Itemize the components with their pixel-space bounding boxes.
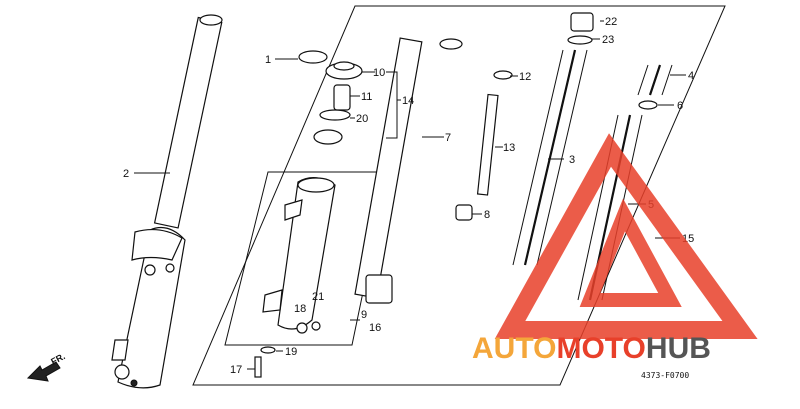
watermark-wordmark: AUTOMOTOHUB bbox=[472, 332, 711, 365]
damper-rod bbox=[455, 70, 513, 221]
callout-8: 8 bbox=[484, 209, 490, 221]
callout-9: 9 bbox=[361, 309, 367, 321]
inner-fork-tube bbox=[354, 37, 463, 304]
watermark-triangle bbox=[494, 133, 758, 339]
callout-19: 19 bbox=[285, 346, 297, 358]
fork-tube-assembly bbox=[111, 14, 223, 389]
callout-21: 21 bbox=[312, 291, 324, 303]
callout-4: 4 bbox=[688, 70, 694, 82]
callout-3: 3 bbox=[569, 154, 575, 166]
callout-11: 11 bbox=[361, 91, 372, 103]
small-hardware bbox=[254, 321, 321, 378]
slider-subframe bbox=[224, 171, 389, 346]
callout-16: 16 bbox=[369, 322, 381, 334]
assembly-frame bbox=[192, 5, 726, 386]
callout-14: 14 bbox=[402, 95, 414, 107]
callout-6: 6 bbox=[677, 100, 683, 112]
callout-17: 17 bbox=[230, 364, 242, 376]
front-direction-label: FR. bbox=[49, 351, 66, 367]
front-direction-arrow: FR. bbox=[26, 351, 67, 382]
fork-spring-long bbox=[512, 49, 588, 266]
callout-18: 18 bbox=[294, 303, 306, 315]
callout-22: 22 bbox=[605, 16, 617, 28]
diagram-code: 4373-F0700 bbox=[641, 371, 689, 380]
watermark-logo bbox=[494, 133, 758, 339]
watermark-word-hub: HUB bbox=[646, 332, 711, 365]
callout-12: 12 bbox=[519, 71, 531, 83]
callout-20: 20 bbox=[356, 113, 368, 125]
watermark-word-auto: AUTO bbox=[472, 332, 556, 365]
seal-stack bbox=[298, 50, 363, 145]
callout-10: 10 bbox=[373, 67, 385, 79]
callout-23: 23 bbox=[602, 34, 614, 46]
fork-cap bbox=[567, 12, 594, 45]
watermark-inner-triangle bbox=[579, 198, 682, 307]
fork-slider-body bbox=[262, 177, 336, 330]
callout-7: 7 bbox=[445, 132, 451, 144]
callout-2: 2 bbox=[123, 168, 129, 180]
watermark-word-moto: MOTO bbox=[556, 332, 645, 365]
callout-13: 13 bbox=[503, 142, 515, 154]
callout-1: 1 bbox=[265, 54, 271, 66]
